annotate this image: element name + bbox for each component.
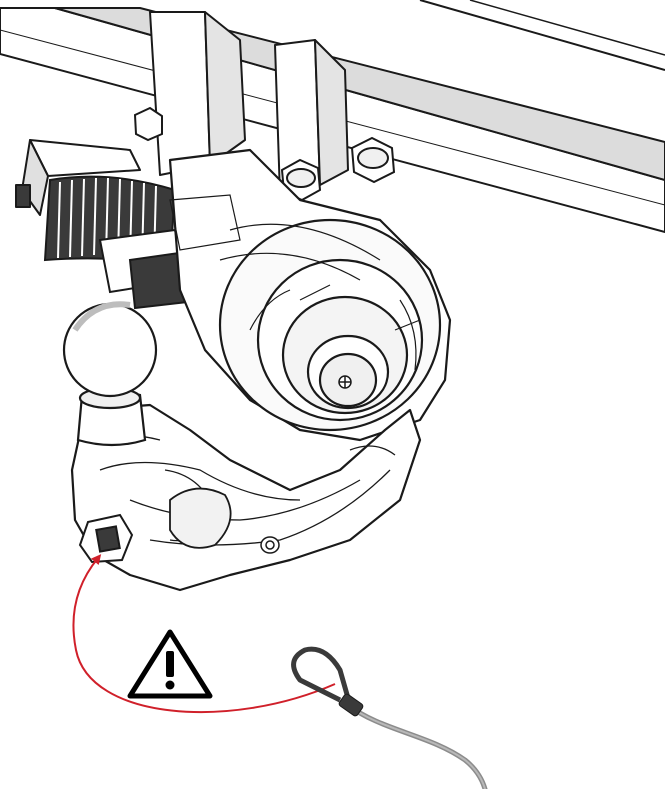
tow-ball: [62, 301, 158, 398]
cable-crimp: [338, 693, 364, 717]
bolt-heads: [133, 106, 396, 202]
spring-coils: [57, 177, 157, 264]
electrical-socket-bracket: [15, 139, 141, 216]
small-bolt: [260, 536, 280, 554]
warning-triangle-icon: [127, 629, 213, 699]
breakaway-cable: [345, 702, 488, 789]
breakaway-eyelet: [78, 513, 134, 564]
hook-cutout: [169, 487, 232, 549]
housing-detail-lines: [169, 194, 421, 371]
center-screw: [338, 375, 352, 389]
connection-arrow: [72, 554, 336, 714]
cable-snap-hook: [291, 646, 353, 706]
pivot-housing: [168, 148, 452, 442]
